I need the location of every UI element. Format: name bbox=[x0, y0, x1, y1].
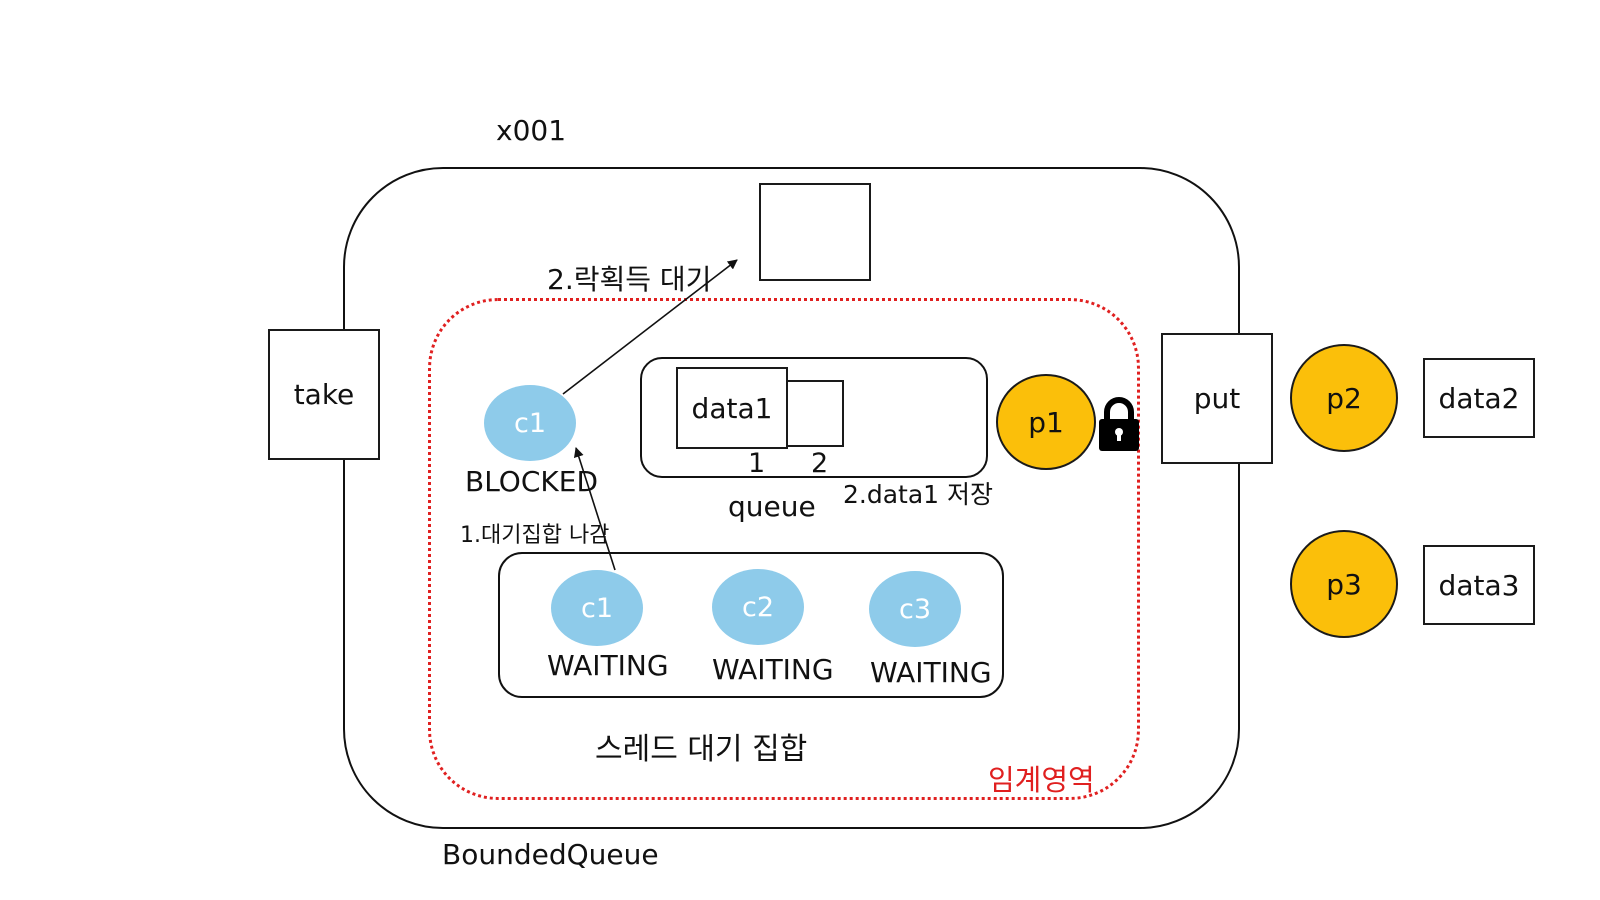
waiting-consumer-name: c2 bbox=[741, 591, 775, 623]
queue-item-data1: data1 bbox=[691, 391, 773, 425]
put-method-box: put bbox=[1161, 333, 1273, 464]
producer-p1: p1 bbox=[996, 374, 1096, 470]
queue-slot-2 bbox=[786, 380, 844, 447]
waiting-consumer-c1: c1 bbox=[551, 570, 643, 646]
wait-set-label: 스레드 대기 집합 bbox=[595, 732, 808, 767]
producer-name: p1 bbox=[1028, 405, 1064, 439]
producer-p3-data: data3 bbox=[1423, 545, 1535, 625]
bounded-queue-object bbox=[343, 167, 1240, 829]
take-method-box: take bbox=[268, 329, 380, 460]
take-label: take bbox=[293, 378, 355, 411]
waiting-consumer-c3: c3 bbox=[869, 571, 961, 647]
lock-icon bbox=[1099, 397, 1139, 451]
waiting-state-label: WAITING bbox=[712, 653, 834, 686]
waiting-state-label: WAITING bbox=[870, 656, 992, 689]
blocked-state-label: BLOCKED bbox=[465, 465, 599, 498]
producer-data-label: data2 bbox=[1438, 381, 1520, 415]
waiting-consumer-name: c3 bbox=[898, 593, 932, 625]
queue-label: queue bbox=[728, 490, 816, 523]
queue-index-2: 2 bbox=[811, 448, 829, 479]
critical-section-label: 임계영역 bbox=[988, 763, 1095, 797]
producer-data-label: data3 bbox=[1438, 568, 1520, 602]
instance-label: x001 bbox=[496, 114, 567, 147]
wait-set-container bbox=[498, 552, 1004, 698]
blocked-consumer-name: c1 bbox=[513, 407, 547, 439]
class-label: BoundedQueue bbox=[442, 838, 659, 871]
queue-store-note: 2.data1 저장 bbox=[843, 480, 994, 509]
acquire-lock-wait-label: 2.락획득 대기 bbox=[547, 263, 712, 296]
waiting-state-label: WAITING bbox=[547, 649, 669, 682]
producer-name: p3 bbox=[1326, 567, 1362, 601]
producer-p2-data: data2 bbox=[1423, 358, 1535, 438]
queue-slot-1: data1 bbox=[676, 367, 788, 449]
producer-p2: p2 bbox=[1290, 344, 1398, 452]
queue-container bbox=[640, 357, 988, 478]
queue-index-1: 1 bbox=[748, 448, 766, 479]
producer-name: p2 bbox=[1326, 381, 1362, 415]
producer-p3: p3 bbox=[1290, 530, 1398, 638]
waiting-consumer-c2: c2 bbox=[712, 569, 804, 645]
blocked-consumer-c1: c1 bbox=[484, 385, 576, 461]
exit-wait-set-label: 1.대기집합 나감 bbox=[460, 523, 610, 548]
put-label: put bbox=[1193, 382, 1241, 415]
waiting-consumer-name: c1 bbox=[580, 592, 614, 624]
monitor-lock-slot bbox=[759, 183, 871, 281]
critical-section bbox=[428, 298, 1140, 800]
